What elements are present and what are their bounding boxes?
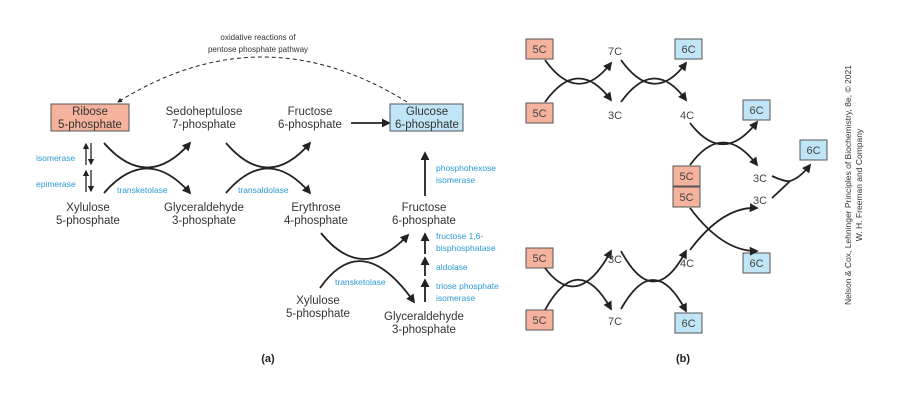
- credit: Nelson & Cox, Lehninger Principles of Bi…: [843, 65, 864, 305]
- fbpase-label: fructose 1,6-: [436, 231, 483, 241]
- carbon-boxes: 5C 5C 6C 6C 6C 5C 5C 6C 5C 5C 6C: [525, 38, 828, 334]
- pentose-box: [525, 38, 554, 60]
- carbon-intermediates: 7C 3C 4C 3C 3C 3C 4C 7C: [608, 46, 767, 328]
- panel-b-label: (b): [676, 353, 690, 365]
- glucose-label: Glucose: [406, 106, 448, 118]
- pentose-box: [672, 165, 701, 187]
- intermediate-label: 7C: [608, 316, 622, 328]
- glyceraldehyde-2-label: Glyceraldehyde: [384, 311, 464, 323]
- intermediate-label: 3C: [753, 173, 767, 185]
- box-label: 5C: [532, 44, 546, 56]
- isomerase-label: isomerase: [36, 153, 75, 163]
- oxidative-label-2: pentose phosphate pathway: [208, 45, 308, 54]
- transketolase-label: transketolase: [117, 185, 168, 195]
- credit-line-1: Nelson & Cox, Lehninger Principles of Bi…: [843, 65, 853, 305]
- erythrose-label-2: 4-phosphate: [284, 215, 348, 227]
- ribose-label: Ribose: [72, 106, 108, 118]
- box-label: 5C: [679, 192, 693, 204]
- pentose-box: [525, 309, 554, 331]
- ribose-label-2: 5-phosphate: [58, 119, 122, 131]
- box-label: 5C: [532, 315, 546, 327]
- isomerase-epimerase-arrows: [82, 142, 95, 193]
- aldolase-label: aldolase: [436, 262, 468, 272]
- fbpase-label-2: bisphosphatase: [436, 243, 496, 253]
- xylulose-2-label: Xylulose: [296, 295, 339, 307]
- intermediate-label: 3C: [753, 195, 767, 207]
- glucose-label-2: 6-phosphate: [395, 119, 459, 131]
- intermediate-label: 7C: [608, 46, 622, 58]
- tpi-label-2: isomerase: [436, 293, 475, 303]
- box-label: 5C: [679, 171, 693, 183]
- fructose-label-2: 6-phosphate: [278, 119, 342, 131]
- phosphohexose-label-2: isomerase: [436, 175, 475, 185]
- sedoheptulose-label: Sedoheptulose: [166, 106, 243, 118]
- hexose-box: [742, 99, 771, 121]
- glyceraldehyde-label-2: 3-phosphate: [172, 215, 236, 227]
- intermediate-label: 3C: [608, 110, 622, 122]
- box-label: 6C: [806, 145, 820, 157]
- fructose-2-label-2: 6-phosphate: [392, 215, 456, 227]
- pentose-box: [525, 247, 554, 269]
- xylulose-label-2: 5-phosphate: [56, 215, 120, 227]
- glyceraldehyde-label: Glyceraldehyde: [164, 202, 244, 214]
- hexose-box: [674, 312, 703, 334]
- intermediate-label: 3C: [608, 254, 622, 266]
- ribose-box: [50, 103, 130, 132]
- glyceraldehyde-2-label-2: 3-phosphate: [392, 324, 456, 336]
- box-label: 5C: [532, 108, 546, 120]
- hexose-box: [799, 139, 828, 161]
- carbon-curves: [544, 59, 812, 313]
- hexose-box: [674, 38, 703, 60]
- box-label: 6C: [681, 44, 695, 56]
- phosphohexose-label: phosphohexose: [436, 163, 496, 173]
- pentose-box: [672, 186, 701, 208]
- xylulose-label: Xylulose: [66, 202, 109, 214]
- intermediate-label: 4C: [680, 110, 694, 122]
- credit-line-2: W. H. Freeman and Company: [854, 128, 864, 241]
- oxidative-dashed-arrow: [117, 56, 408, 103]
- pentose-box: [525, 102, 554, 124]
- oxidative-label-1: oxidative reactions of: [220, 33, 296, 42]
- box-label: 6C: [749, 105, 763, 117]
- transaldolase-label: transaldolase: [238, 185, 289, 195]
- intermediate-label: 4C: [680, 258, 694, 270]
- panel-a-label: (a): [261, 353, 275, 365]
- xylulose-2-label-2: 5-phosphate: [286, 308, 350, 320]
- epimerase-label: epimerase: [36, 179, 76, 189]
- transketolase-label-2: transketolase: [335, 277, 386, 287]
- transketolase-crossing: [103, 141, 192, 195]
- fructose-label: Fructose: [288, 106, 333, 118]
- tpi-label: triose phosphate: [436, 281, 499, 291]
- transaldolase-crossing: [225, 141, 312, 195]
- box-label: 6C: [681, 318, 695, 330]
- sedoheptulose-label-2: 7-phosphate: [172, 119, 236, 131]
- fructose-2-label: Fructose: [402, 202, 447, 214]
- transketolase-crossing-2: [319, 232, 416, 304]
- erythrose-label: Erythrose: [291, 202, 340, 214]
- glucose-box: [389, 103, 464, 132]
- box-label: 6C: [749, 258, 763, 270]
- box-label: 5C: [532, 253, 546, 265]
